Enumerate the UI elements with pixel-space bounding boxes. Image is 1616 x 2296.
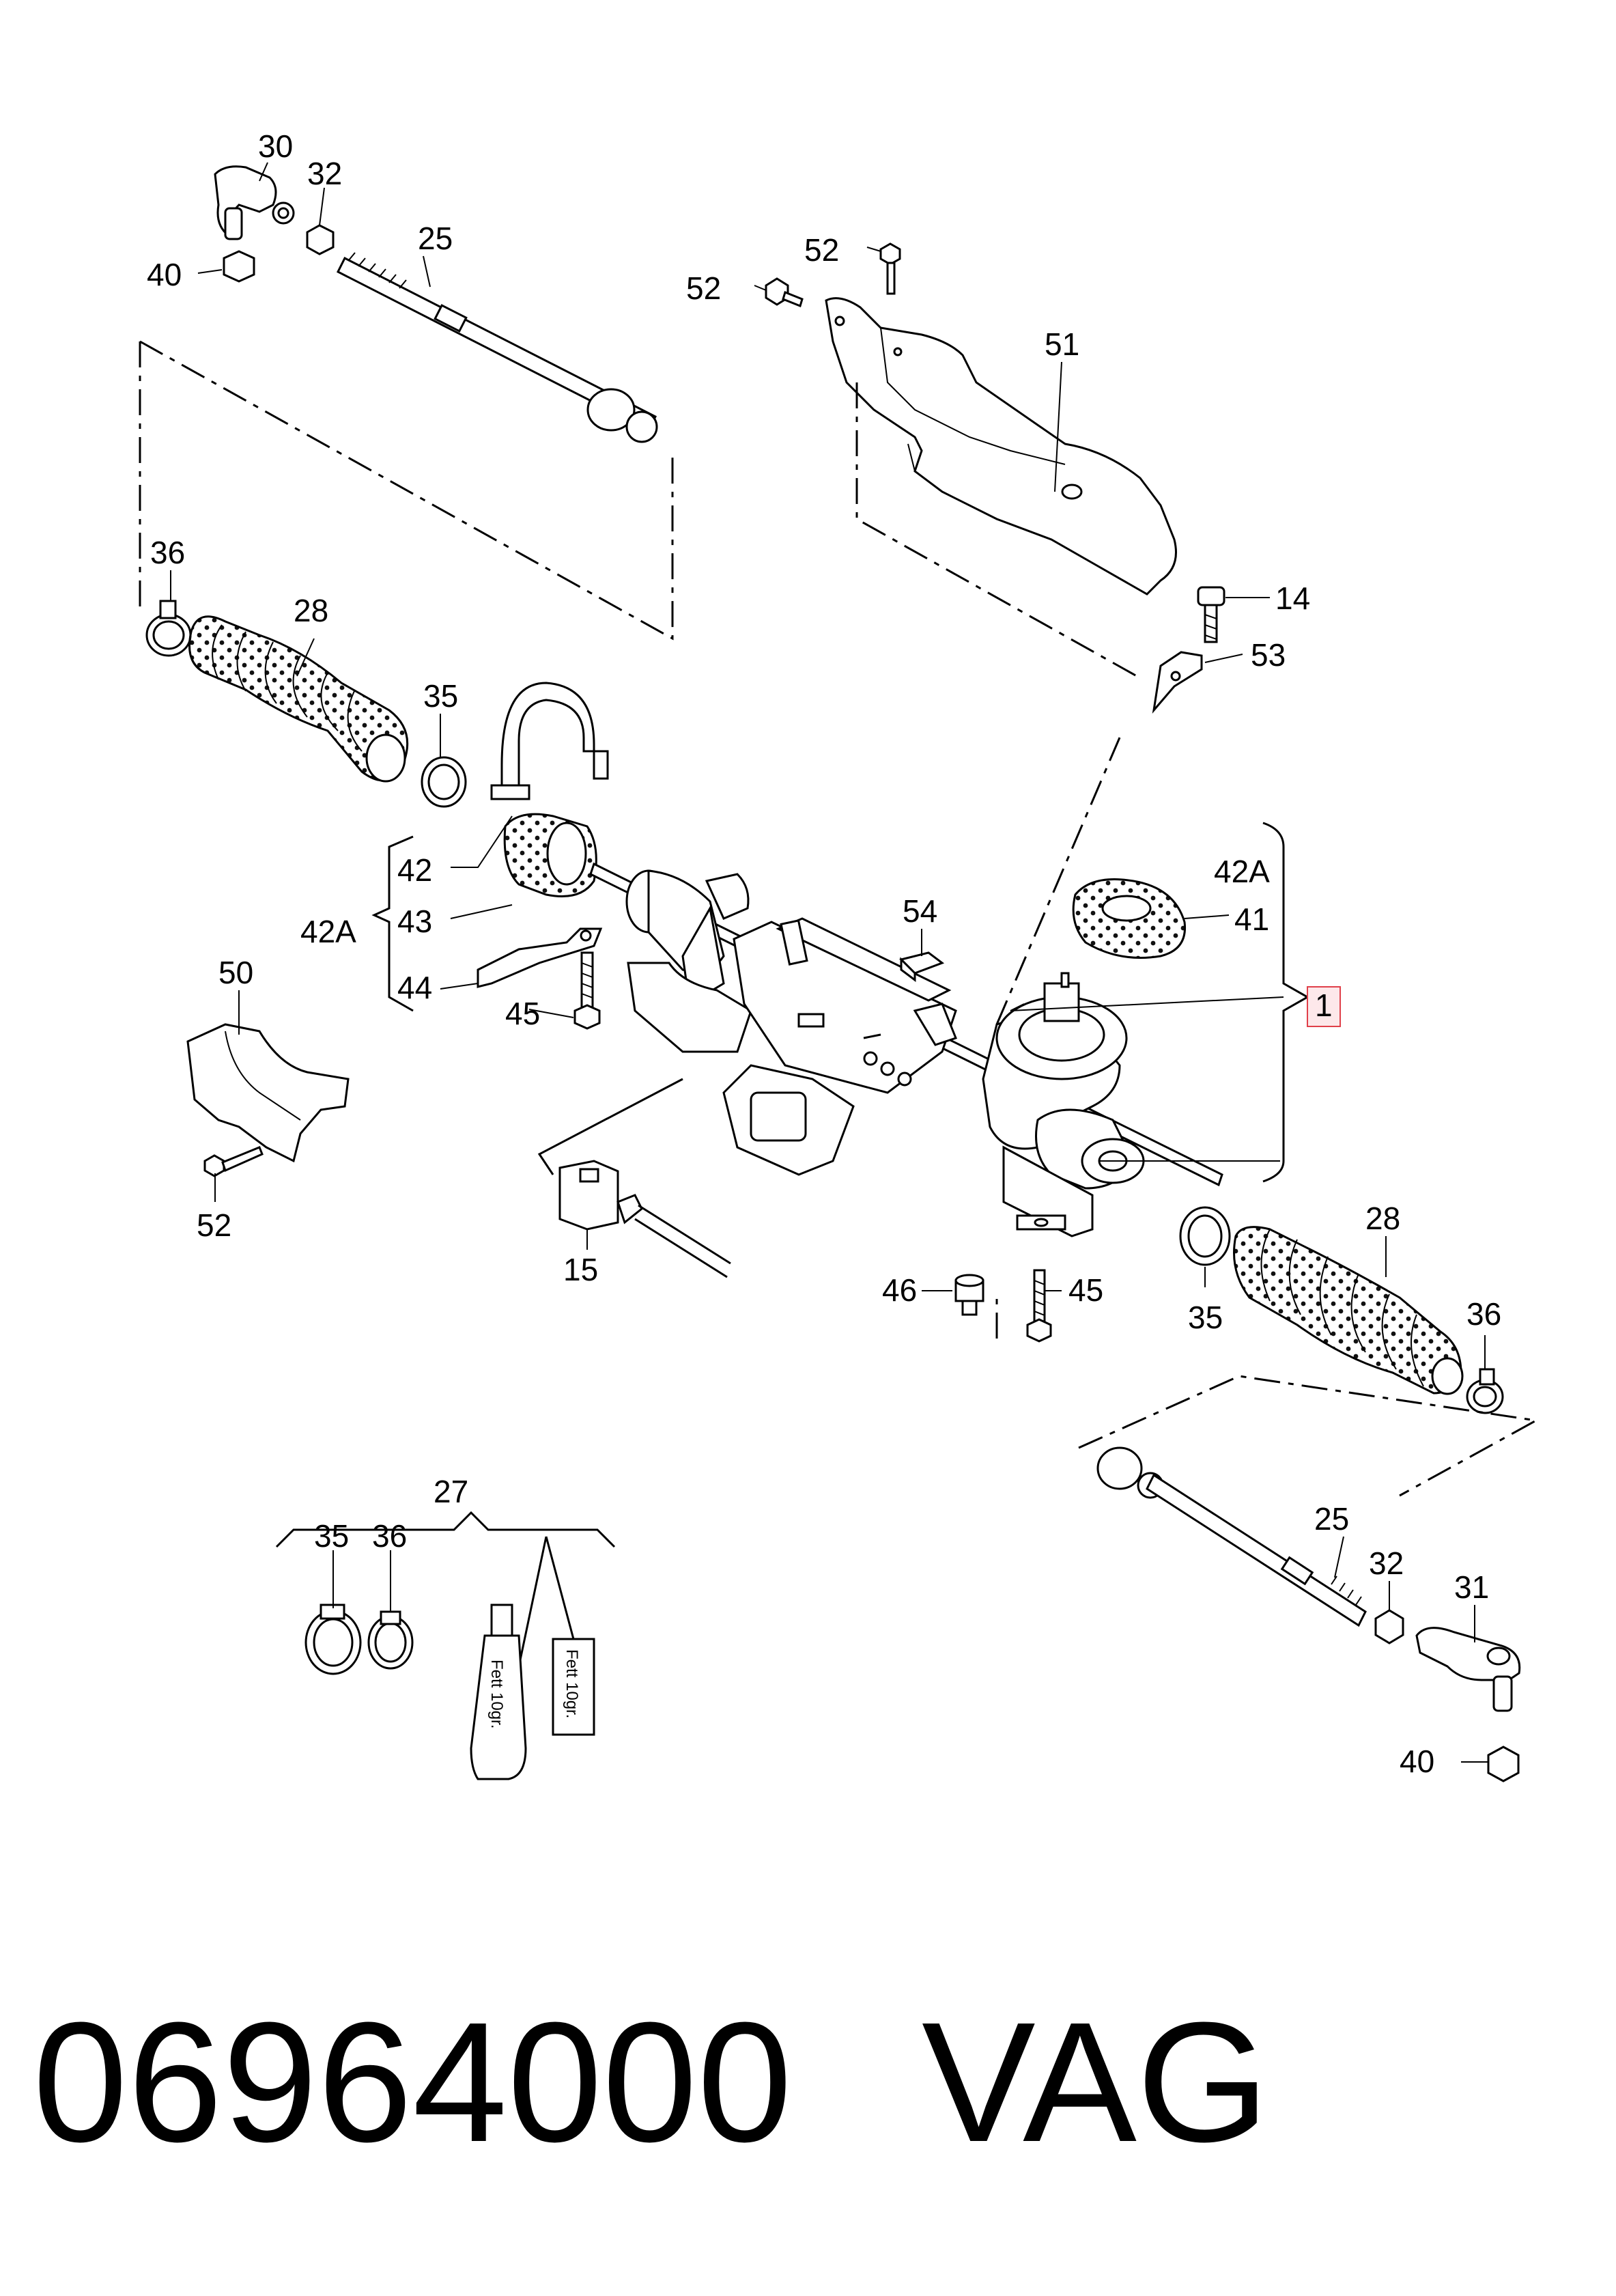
callout-32-bottom: 32 — [1369, 1545, 1404, 1581]
callout-15: 15 — [563, 1252, 598, 1287]
steering-rack-1 — [589, 862, 1223, 1237]
bellows-28-right — [1233, 1226, 1464, 1395]
callout-45-left: 45 — [505, 996, 540, 1031]
callout-52-left: 52 — [197, 1207, 231, 1243]
nut-40-top — [223, 250, 255, 283]
mounting-bracket-42 — [490, 682, 609, 800]
callout-36-left: 36 — [150, 535, 185, 570]
rubber-bush-43 — [503, 813, 597, 897]
callout-35-kit: 35 — [314, 1518, 349, 1554]
callout-52-top-2: 52 — [686, 270, 721, 306]
callout-46: 46 — [882, 1272, 917, 1308]
callout-42A-left: 42A — [300, 914, 356, 949]
heat-shield-51 — [825, 297, 1177, 596]
clamp-36-kit — [367, 1610, 414, 1670]
clamp-36-left — [145, 600, 192, 657]
bolt-45-left — [573, 951, 601, 1030]
callout-32-top: 32 — [307, 156, 342, 191]
grease-card: Fett 10gr. — [552, 1638, 595, 1736]
callout-30: 30 — [258, 128, 293, 164]
bolt-52-top-2 — [765, 277, 804, 308]
callout-43: 43 — [397, 904, 432, 939]
bolt-46 — [954, 1274, 984, 1316]
callout-53: 53 — [1251, 637, 1286, 673]
callout-35-right: 35 — [1188, 1300, 1223, 1335]
callout-52-top-1: 52 — [804, 232, 839, 268]
callout-14: 14 — [1275, 580, 1310, 616]
clamp-35-kit — [304, 1604, 362, 1675]
callout-36-kit: 36 — [372, 1518, 407, 1554]
callout-40-bottom: 40 — [1400, 1744, 1434, 1779]
bolt-52-left — [203, 1146, 264, 1177]
callout-54: 54 — [903, 893, 937, 929]
wiring-connector-15 — [558, 1160, 731, 1278]
clamp-36-right — [1466, 1368, 1504, 1414]
callout-42: 42 — [397, 852, 432, 888]
clamp-35-left — [421, 756, 467, 808]
cap-54 — [899, 951, 945, 982]
nut-32-top — [306, 224, 335, 255]
callout-50: 50 — [218, 955, 253, 990]
bellows-28-left — [188, 615, 409, 783]
clamp-35-right — [1179, 1206, 1231, 1266]
part-number: 06964000 — [33, 1987, 792, 2177]
callout-25-top: 25 — [418, 221, 453, 256]
tie-rod-25-bottom — [1096, 1446, 1367, 1627]
callout-1: 1 — [1315, 988, 1333, 1023]
callout-44: 44 — [397, 970, 432, 1005]
footer: 06964000 VAG — [33, 1987, 1269, 2177]
rubber-bush-41 — [1072, 878, 1187, 959]
bolt-14 — [1197, 586, 1225, 643]
leader-lines — [170, 162, 1488, 1763]
tie-rod-end-left — [214, 165, 295, 240]
callout-51: 51 — [1045, 326, 1079, 362]
callout-35-left: 35 — [423, 678, 458, 714]
tie-rod-25-top — [336, 252, 658, 443]
callout-1-highlight — [1307, 986, 1341, 1027]
callout-25-bottom: 25 — [1314, 1501, 1349, 1537]
nut-32-bottom — [1374, 1609, 1404, 1644]
bolt-52-top-1 — [879, 242, 901, 295]
callout-41: 41 — [1234, 901, 1269, 937]
callout-42A-right: 42A — [1214, 854, 1270, 889]
callout-27: 27 — [434, 1474, 468, 1509]
callout-36-right: 36 — [1466, 1296, 1501, 1332]
callout-labels: 30 32 25 40 36 28 35 42 42A 43 44 45 50 … — [147, 128, 1501, 1779]
bolt-45-right — [1026, 1269, 1052, 1343]
callout-40-top: 40 — [147, 257, 182, 292]
nut-40-bottom — [1487, 1746, 1520, 1782]
grease-tube-label: Fett 10gr. — [487, 1660, 506, 1728]
grease-card-label: Fett 10gr. — [563, 1649, 581, 1718]
tie-rod-end-31 — [1415, 1627, 1521, 1712]
clamp-plate-44 — [477, 927, 603, 988]
brand-name: VAG — [922, 1987, 1269, 2177]
callout-45-right: 45 — [1068, 1272, 1103, 1308]
heat-shield-50 — [186, 1023, 350, 1163]
callout-28-left: 28 — [294, 593, 328, 628]
callout-28-right: 28 — [1365, 1201, 1400, 1236]
bracket-53 — [1152, 651, 1203, 714]
grease-tube: Fett 10gr. — [470, 1604, 527, 1780]
callout-31: 31 — [1454, 1569, 1489, 1605]
